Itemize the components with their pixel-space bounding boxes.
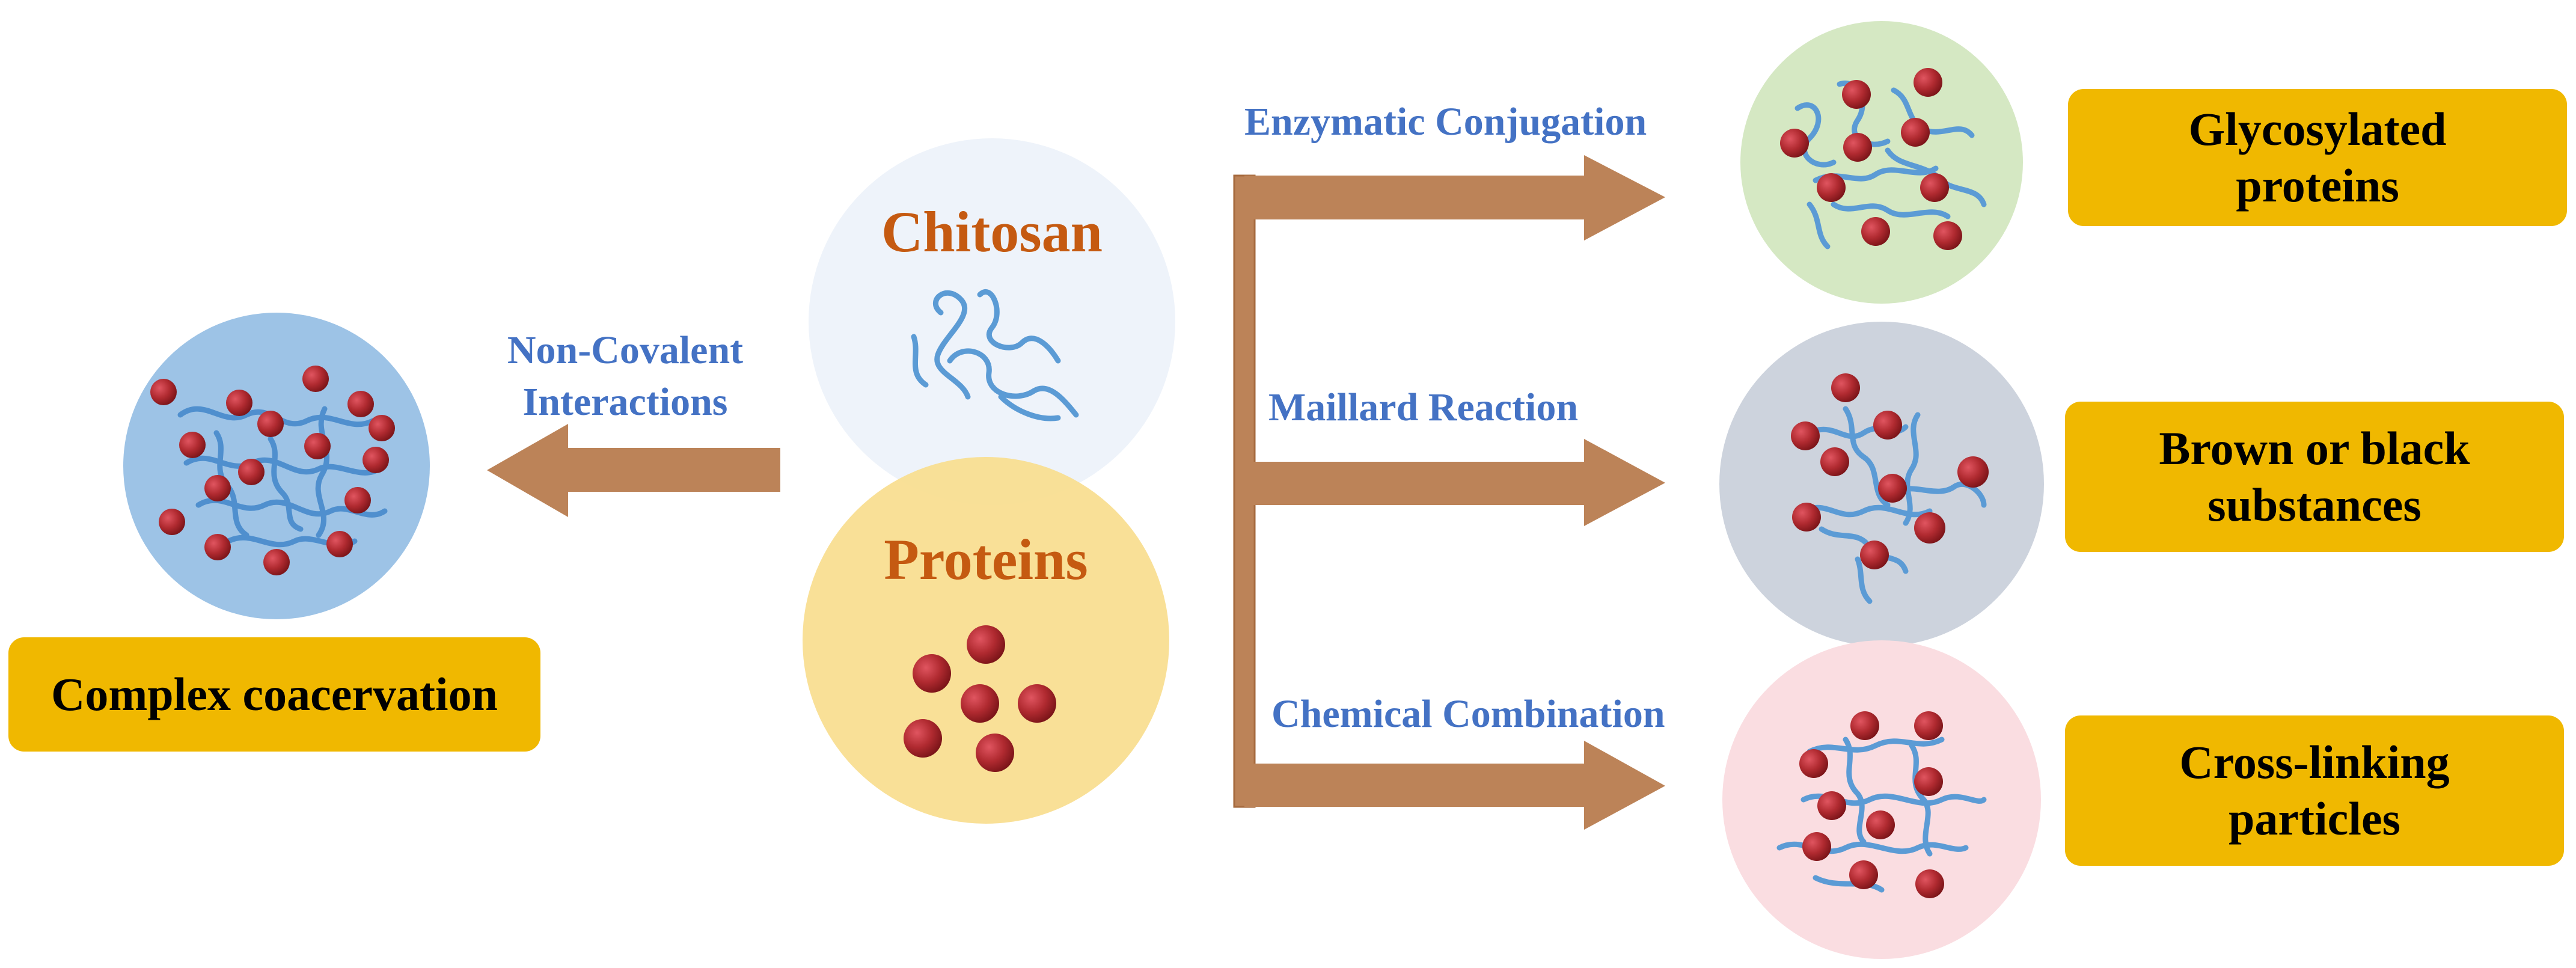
glycosylated-circle <box>1740 21 2023 304</box>
arrow-enzymatic <box>1244 155 1665 240</box>
glycosylated-proteins-line2: proteins <box>2236 159 2399 212</box>
proteins-title: Proteins <box>884 527 1088 592</box>
protein-dots-icon <box>904 625 1056 772</box>
non-covalent-label: Non-Covalent Interactions <box>469 325 782 428</box>
chemical-combination-label: Chemical Combination <box>1271 692 1665 736</box>
glycosylated-dots-icon <box>1780 68 1962 250</box>
brown-black-substances-box: Brown or black substances <box>2065 402 2564 552</box>
complex-coacervation-box: Complex coacervation <box>8 637 540 752</box>
arrow-maillard <box>1244 439 1665 526</box>
maillard-reaction-label: Maillard Reaction <box>1268 385 1579 429</box>
crosslink-circle <box>1722 640 2041 959</box>
enzymatic-conjugation-label: Enzymatic Conjugation <box>1244 100 1647 144</box>
cross-linking-particles-box: Cross-linking particles <box>2065 715 2564 866</box>
polymer-chain-icon <box>911 289 1079 421</box>
chitosan-circle <box>809 138 1175 505</box>
coacervation-dots-icon <box>150 366 395 575</box>
glycosylated-proteins-line1: Glycosylated <box>2188 103 2447 156</box>
left-arrow <box>487 424 780 517</box>
non-covalent-label-line1: Non-Covalent <box>507 328 744 372</box>
non-covalent-label-line2: Interactions <box>522 379 728 424</box>
crosslink-dots-icon <box>1799 711 1944 898</box>
brown-black-substances-line2: substances <box>2207 479 2422 531</box>
chitosan-title: Chitosan <box>881 200 1103 264</box>
cross-linking-particles-line1: Cross-linking <box>2179 736 2450 789</box>
brown-dots-icon <box>1791 373 1989 569</box>
brown-black-substances-line1: Brown or black <box>2159 422 2470 475</box>
glycosylated-proteins-box: Glycosylated proteins <box>2068 89 2567 226</box>
arrow-chemical <box>1244 741 1665 830</box>
cross-linking-particles-line2: particles <box>2229 792 2400 845</box>
